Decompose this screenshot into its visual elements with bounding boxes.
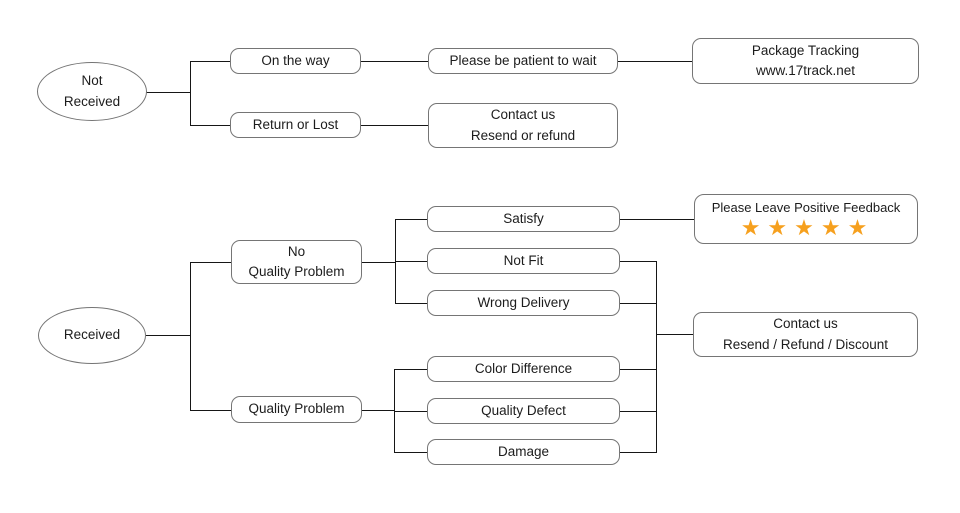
node-please-be-patient: Please be patient to wait — [428, 48, 618, 74]
node-on-the-way: On the way — [230, 48, 361, 74]
connector-line — [620, 261, 656, 263]
feedback-title: Please Leave Positive Feedback — [711, 199, 901, 215]
node-satisfy: Satisfy — [427, 206, 620, 232]
connector-line — [394, 452, 427, 454]
connector-line — [362, 410, 394, 412]
connector-line — [146, 92, 190, 94]
node-quality-defect: Quality Defect — [427, 398, 620, 424]
node-damage: Damage — [427, 439, 620, 465]
connector-line — [395, 219, 427, 221]
node-quality-problem: Quality Problem — [231, 396, 362, 423]
connector-line — [190, 61, 230, 63]
connector-line — [361, 61, 428, 63]
connector-line — [618, 61, 692, 63]
star-rating-icon: ★★★★★ — [740, 215, 875, 241]
connector-line — [361, 125, 428, 127]
connector-line — [362, 262, 395, 264]
connector-line — [620, 452, 656, 454]
connector-line — [190, 125, 230, 127]
connector-line — [656, 261, 658, 453]
node-color-difference: Color Difference — [427, 356, 620, 382]
connector-line — [394, 369, 427, 371]
connector-line — [620, 303, 656, 305]
connector-line — [190, 410, 231, 412]
node-positive-feedback: Please Leave Positive Feedback ★★★★★ — [694, 194, 918, 244]
connector-line — [190, 262, 192, 411]
node-contact-resend-refund: Contact us Resend or refund — [428, 103, 618, 148]
node-received: Received — [38, 307, 146, 364]
connector-line — [394, 411, 427, 413]
connector-line — [620, 411, 656, 413]
connector-line — [190, 262, 231, 264]
node-contact-resend-refund-discount: Contact us Resend / Refund / Discount — [693, 312, 918, 357]
connector-line — [620, 369, 656, 371]
node-return-or-lost: Return or Lost — [230, 112, 361, 138]
connector-line — [190, 61, 192, 125]
node-not-fit: Not Fit — [427, 248, 620, 274]
connector-line — [395, 261, 427, 263]
connector-line — [395, 303, 427, 305]
connector-line — [620, 219, 694, 221]
node-not-received: Not Received — [37, 62, 147, 121]
connector-line — [146, 335, 190, 337]
node-no-quality-problem: No Quality Problem — [231, 240, 362, 284]
node-wrong-delivery: Wrong Delivery — [427, 290, 620, 316]
node-package-tracking: Package Tracking www.17track.net — [692, 38, 919, 84]
connector-line — [656, 334, 693, 336]
